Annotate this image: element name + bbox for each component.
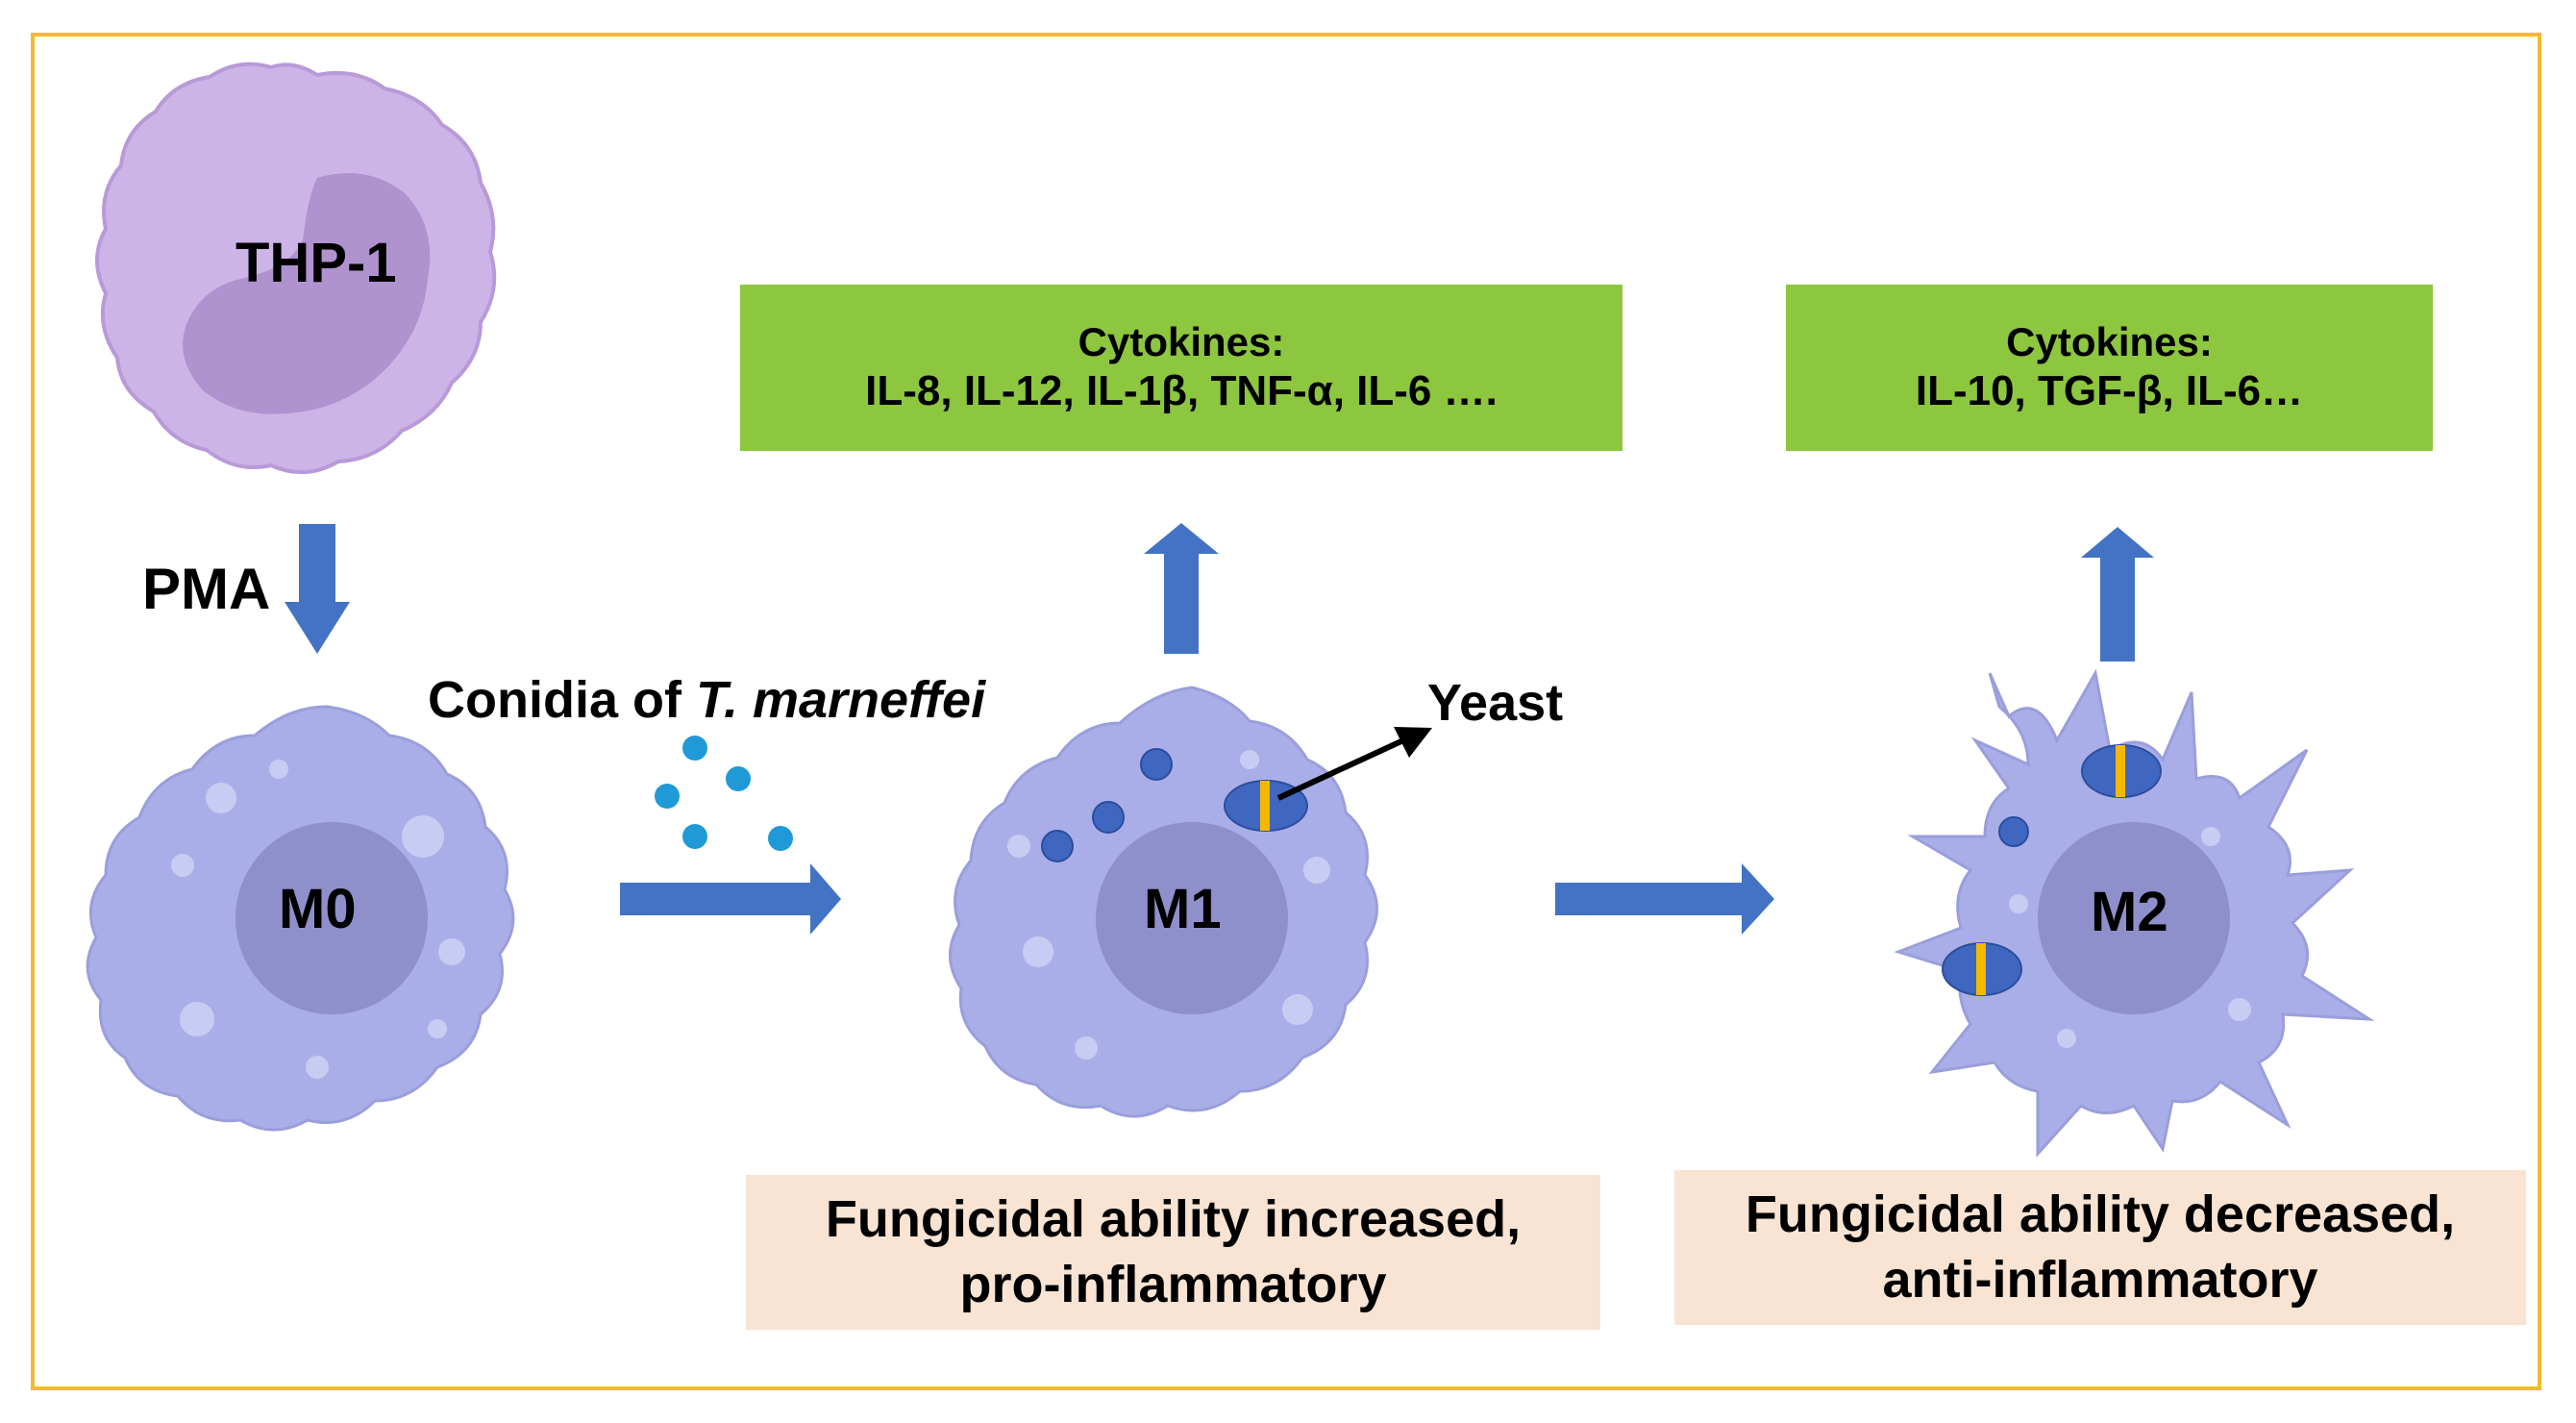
conidia-particles [655,736,793,851]
conidia-label-prefix: Conidia of [428,671,681,729]
m0-label: M0 [279,878,357,940]
m1-outcome-box: Fungicidal ability increased, pro-inflam… [746,1175,1600,1330]
m2-cell [1894,668,2375,1158]
thp1-cell [95,62,497,475]
m1-cytokines-list: IL-8, IL-12, IL-1β, TNF-α, IL-6 …. [865,367,1498,415]
m2-cytokines-list: IL-10, TGF-β, IL-6… [1915,367,2304,415]
yeast-label: Yeast [1427,674,1564,732]
m1-cytokines-box: Cytokines: IL-8, IL-12, IL-1β, TNF-α, IL… [740,285,1622,451]
m2-outcome-box: Fungicidal ability decreased, anti-infla… [1674,1170,2526,1325]
m2-cytokine-arrow [2081,527,2154,662]
m2-yeast-upper [2081,744,2162,798]
m2-outcome-line1: Fungicidal ability decreased, [1745,1186,2456,1243]
m1-outcome-line2: pro-inflammatory [959,1255,1387,1313]
m0-cell [86,705,515,1132]
m2-cytokines-title: Cytokines: [2006,318,2213,364]
m2-label: M2 [2091,881,2168,943]
pma-label: PMA [142,557,271,621]
m1-label: M1 [1144,878,1222,940]
conidia-label: Conidia of T. marneffei [428,670,985,730]
yeast-pointer-arrow [1276,727,1432,801]
pma-arrow [285,524,350,654]
m1-cytokine-arrow [1144,523,1219,654]
m0-to-m1-arrow [620,863,841,935]
thp1-label: THP-1 [235,232,397,294]
m2-cytokines-box: Cytokines: IL-10, TGF-β, IL-6… [1786,285,2433,451]
m1-outcome-line1: Fungicidal ability increased, [825,1190,1522,1248]
conidia-label-species: T. marneffei [695,671,986,729]
diagram-frame [31,33,2541,1390]
m2-outcome-line2: anti-inflammatory [1882,1250,2318,1309]
m1-cytokines-title: Cytokines: [1077,318,1285,364]
m2-yeast-lower [1942,942,2022,996]
m1-to-m2-arrow [1555,863,1774,935]
m1-cell [949,686,1378,1118]
